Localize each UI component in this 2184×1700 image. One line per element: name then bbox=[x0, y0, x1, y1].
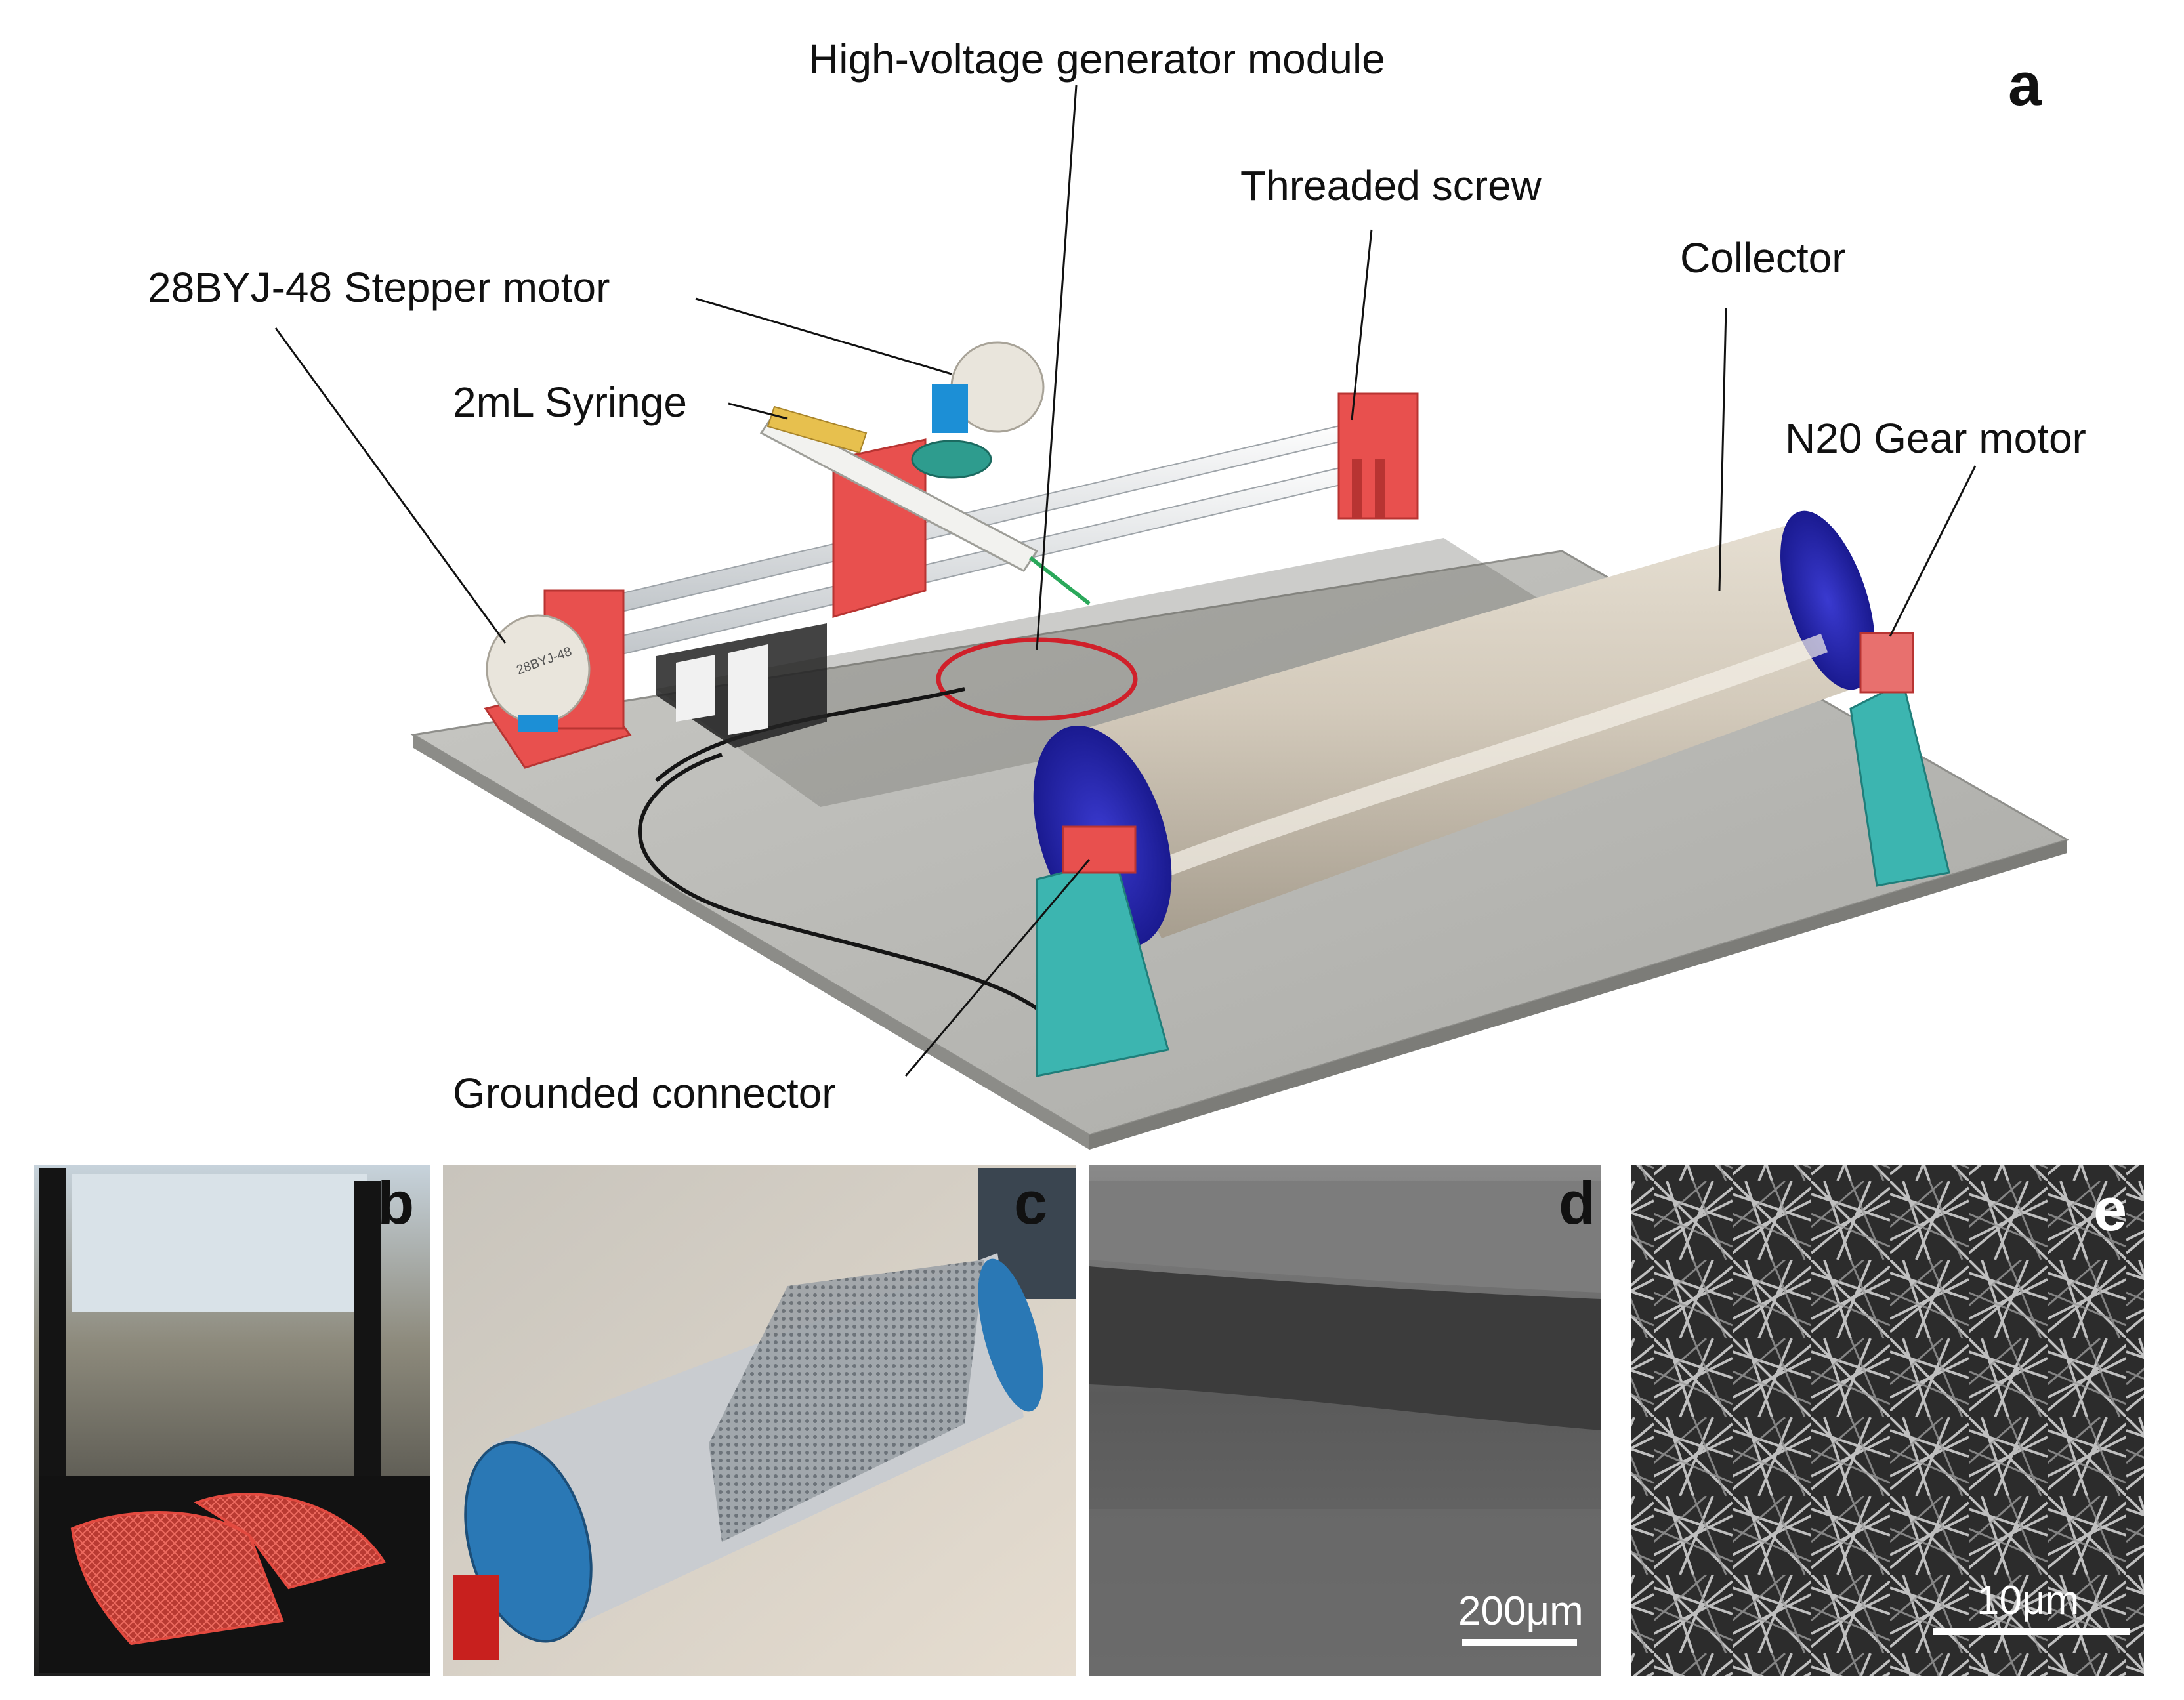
grounded-connector-block bbox=[1062, 825, 1137, 874]
panel-e-scale-label: 10μm bbox=[1977, 1578, 2079, 1623]
support-stripes-light bbox=[676, 655, 715, 722]
panel-d-scale-bar bbox=[1462, 1639, 1577, 1646]
panel-a-illustration: 28BYJ-48 H bbox=[148, 35, 2086, 1150]
panel-d-fibrous-bottom bbox=[1089, 1509, 1601, 1676]
panel-c-red-clip bbox=[453, 1575, 499, 1660]
syringe-body bbox=[759, 412, 1039, 572]
panel-d-gap bbox=[1089, 1266, 1601, 1430]
panel-e-sem-image bbox=[1631, 1165, 2144, 1676]
gear-motor-block bbox=[1859, 632, 1914, 694]
panel-letter-d: d bbox=[1559, 1170, 1595, 1237]
label-threaded-screw: Threaded screw bbox=[1240, 162, 1542, 209]
leader-grounded-connector bbox=[904, 859, 1091, 1077]
leader-syringe bbox=[728, 402, 788, 420]
panel-c: c bbox=[443, 1165, 1076, 1676]
panel-letter-a: a bbox=[2008, 51, 2042, 118]
panel-letter-b: b bbox=[377, 1170, 414, 1237]
right-bracket-slot bbox=[1352, 459, 1362, 518]
label-collector: Collector bbox=[1680, 234, 1846, 281]
leader-threaded-screw bbox=[1351, 229, 1373, 421]
label-stepper-motor: 28BYJ-48 Stepper motor bbox=[148, 264, 610, 311]
label-grounded-connector: Grounded connector bbox=[453, 1069, 836, 1117]
panel-d-upper-layer bbox=[1089, 1181, 1601, 1293]
collector-drum-highlight bbox=[1164, 633, 1828, 876]
panel-d-scale-label: 200μm bbox=[1458, 1588, 1584, 1634]
panel-b-printed-mesh-2 bbox=[194, 1493, 387, 1590]
base-plate-edge-right bbox=[1089, 840, 2067, 1150]
syringe-needle bbox=[1029, 556, 1091, 606]
panel-c-mesh bbox=[709, 1260, 984, 1542]
leader-hv-module bbox=[1036, 85, 1078, 650]
panel-d: d 200μm bbox=[1089, 1165, 1601, 1676]
label-gear-motor: N20 Gear motor bbox=[1785, 415, 2086, 462]
label-syringe: 2mL Syringe bbox=[453, 379, 687, 426]
panel-letter-e: e bbox=[2093, 1176, 2127, 1243]
panel-b-window bbox=[72, 1174, 368, 1312]
syringe-plunger bbox=[766, 405, 868, 454]
leader-gear-motor bbox=[1889, 465, 1977, 637]
support-stripes-light-2 bbox=[728, 644, 768, 735]
leader-stepper-motor-top bbox=[695, 297, 952, 375]
label-hv-module: High-voltage generator module bbox=[808, 35, 1385, 83]
panel-e: e 10μm bbox=[1631, 1165, 2144, 1676]
panel-letter-c: c bbox=[1014, 1170, 1047, 1237]
leader-stepper-motor bbox=[274, 327, 507, 644]
stepper-motor-connector bbox=[518, 715, 558, 732]
panel-e-scale-bar bbox=[1933, 1628, 2130, 1635]
syringe-gear bbox=[911, 440, 992, 479]
panel-b: b bbox=[34, 1165, 430, 1676]
stepper-motor-top-connector bbox=[932, 384, 968, 433]
base-plate-edge bbox=[413, 735, 1089, 1150]
right-bracket-slot-2 bbox=[1375, 459, 1385, 518]
leader-collector bbox=[1718, 308, 1727, 591]
panel-c-cap-right bbox=[978, 1258, 1043, 1412]
